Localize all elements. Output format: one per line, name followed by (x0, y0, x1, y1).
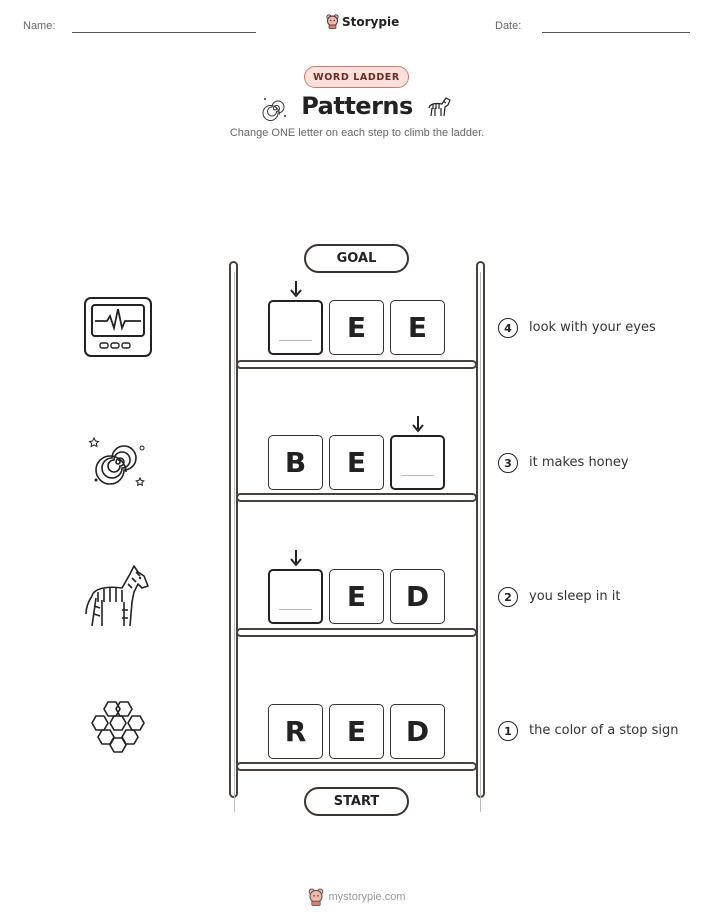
ladder-rung (236, 762, 477, 771)
ladder-left-rail (229, 261, 238, 798)
clue-text: you sleep in it (529, 589, 621, 604)
letter-box: E (329, 300, 384, 355)
letter-box: R (268, 704, 323, 759)
letter-box: E (329, 569, 384, 624)
letter-box[interactable] (268, 569, 323, 624)
change-arrow-icon (290, 550, 302, 567)
date-label: Date: (495, 20, 522, 32)
step-number: 2 (498, 587, 518, 607)
letter-box: D (390, 569, 445, 624)
clue-text: the color of a stop sign (529, 723, 679, 738)
start-label: START (304, 787, 409, 816)
ladder-rung (236, 360, 477, 369)
name-line[interactable] (72, 32, 256, 33)
clue-text: it makes honey (529, 455, 629, 470)
ladder-rung (236, 628, 477, 637)
footer-url[interactable]: mystorypie.com (328, 891, 406, 903)
date-line[interactable] (542, 32, 690, 33)
letter-box: E (329, 435, 384, 490)
letter-box: E (390, 300, 445, 355)
zebra-icon (85, 565, 149, 627)
page-title: Patterns (301, 92, 413, 120)
step-number: 4 (498, 318, 518, 338)
brand-logo: Storypie (326, 14, 399, 29)
galaxy-icon (88, 436, 145, 487)
footer: mystorypie.com (0, 888, 714, 906)
instructions: Change ONE letter on each step to climb … (229, 127, 485, 139)
galaxy-icon (262, 98, 286, 121)
name-label: Name: (23, 20, 56, 32)
letter-box: D (390, 704, 445, 759)
letter-box[interactable] (268, 300, 323, 355)
ladder-left-rail-shadow (234, 272, 235, 812)
letter-box[interactable] (390, 435, 445, 490)
goal-label: GOAL (304, 244, 409, 273)
letter-box: B (268, 435, 323, 490)
heart-monitor-icon (84, 297, 152, 357)
word-ladder-badge: WORD LADDER (304, 66, 409, 88)
change-arrow-icon (412, 416, 424, 433)
step-number: 1 (498, 721, 518, 741)
honeycomb-icon (91, 701, 145, 753)
ladder-rung (236, 493, 477, 502)
bear-icon (309, 888, 324, 906)
bear-icon (326, 14, 339, 29)
ladder-right-rail-shadow (480, 272, 481, 812)
change-arrow-icon (290, 281, 302, 298)
zebra-icon (428, 97, 451, 117)
step-number: 3 (498, 453, 518, 473)
letter-box: E (329, 704, 384, 759)
brand-name: Storypie (342, 14, 400, 29)
clue-text: look with your eyes (529, 320, 656, 335)
